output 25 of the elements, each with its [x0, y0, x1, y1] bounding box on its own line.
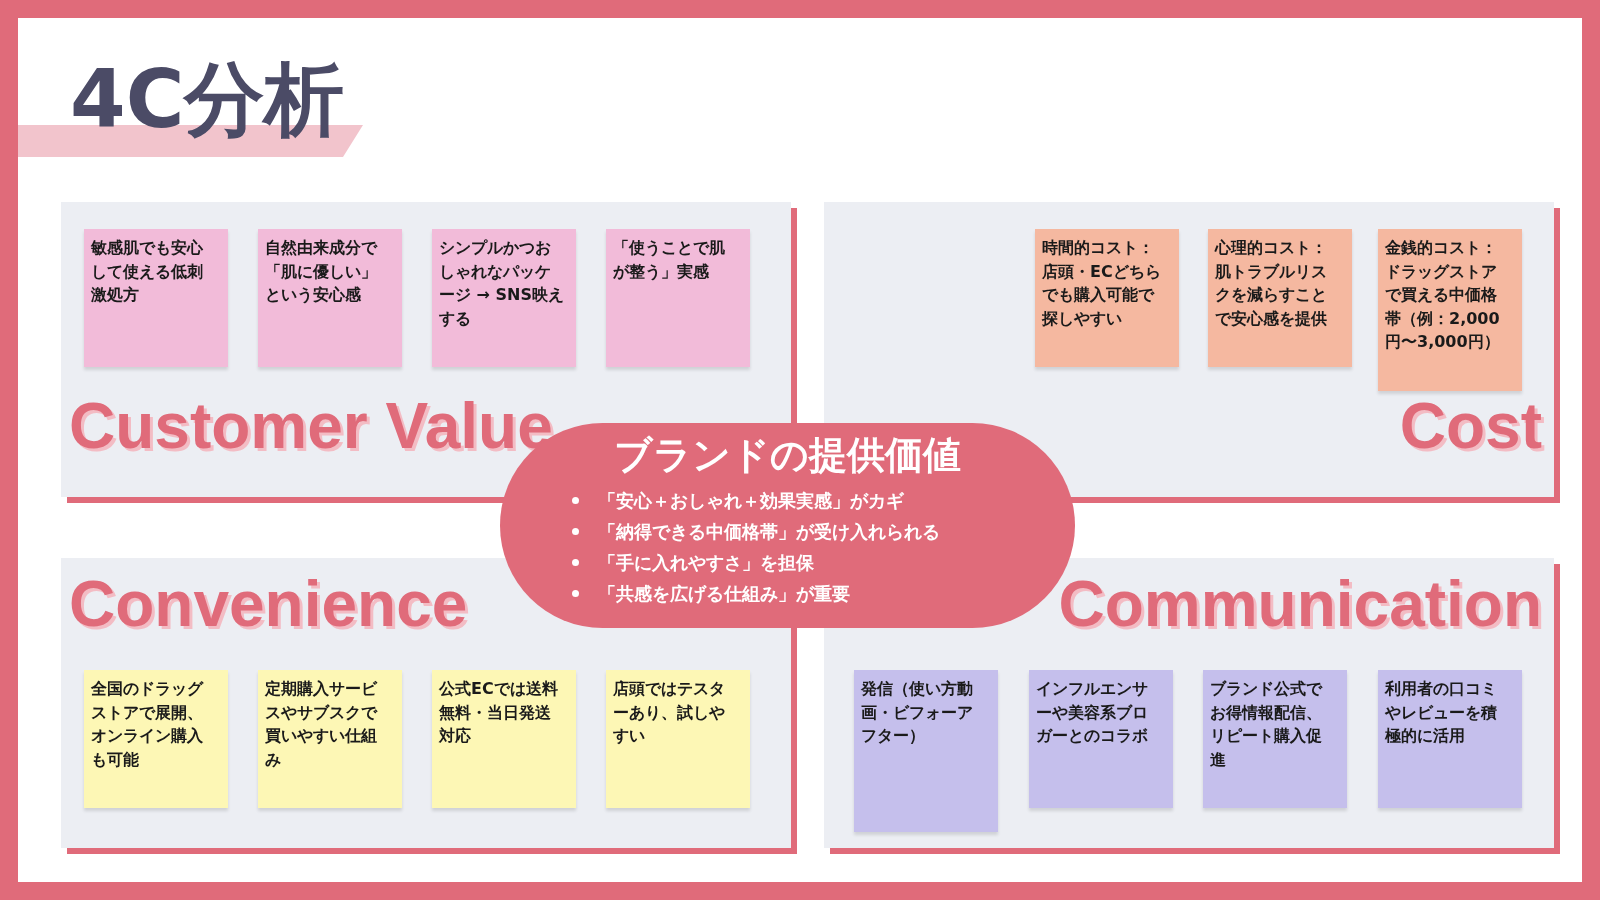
quadrant-heading: Convenience — [69, 572, 468, 636]
sticky-note: 店頭ではテスターあり、試しやすい — [606, 670, 750, 808]
sticky-note: 自然由来成分で「肌に優しい」という安心感 — [258, 229, 402, 367]
quadrant-heading: Communication — [1058, 572, 1542, 636]
quadrant-heading: Customer Value — [69, 394, 553, 458]
bullet-text: 「納得できる中価格帯」が受け入れられる — [598, 520, 940, 544]
sticky-note: 公式ECでは送料無料・当日発送対応 — [432, 670, 576, 808]
sticky-note: 発信（使い方動画・ビフォーアフター） — [854, 670, 998, 832]
sticky-note: 敏感肌でも安心して使える低刺激処方 — [84, 229, 228, 367]
sticky-note: 「使うことで肌が整う」実感 — [606, 229, 750, 367]
sticky-note: インフルエンサーや美容系ブロガーとのコラボ — [1029, 670, 1173, 808]
bullet-text: 「共感を広げる仕組み」が重要 — [598, 582, 850, 606]
sticky-note: 定期購入サービスやサブスクで買いやすい仕組み — [258, 670, 402, 808]
sticky-note: シンプルかつおしゃれなパッケージ → SNS映えする — [432, 229, 576, 367]
sticky-note: 心理的コスト：肌トラブルリスクを減らすことで安心感を提供 — [1208, 229, 1352, 367]
sticky-note: 時間的コスト：店頭・ECどちらでも購入可能で探しやすい — [1035, 229, 1179, 367]
sticky-note: 全国のドラッグストアで展開、オンライン購入も可能 — [84, 670, 228, 808]
oval-heading: ブランドの提供価値 — [614, 432, 961, 479]
title: 4C分析 — [70, 56, 345, 144]
sticky-note: ブランド公式でお得情報配信、リピート購入促進 — [1203, 670, 1347, 808]
quadrant-heading: Cost — [1399, 394, 1542, 458]
sticky-note: 利用者の口コミやレビューを積極的に活用 — [1378, 670, 1522, 808]
bullet-text: 「手に入れやすさ」を担保 — [598, 551, 814, 575]
sticky-note: 金銭的コスト：ドラッグストアで買える中価格帯（例：2,000円〜3,000円） — [1378, 229, 1522, 391]
bullet-text: 「安心＋おしゃれ＋効果実感」がカギ — [598, 489, 904, 513]
